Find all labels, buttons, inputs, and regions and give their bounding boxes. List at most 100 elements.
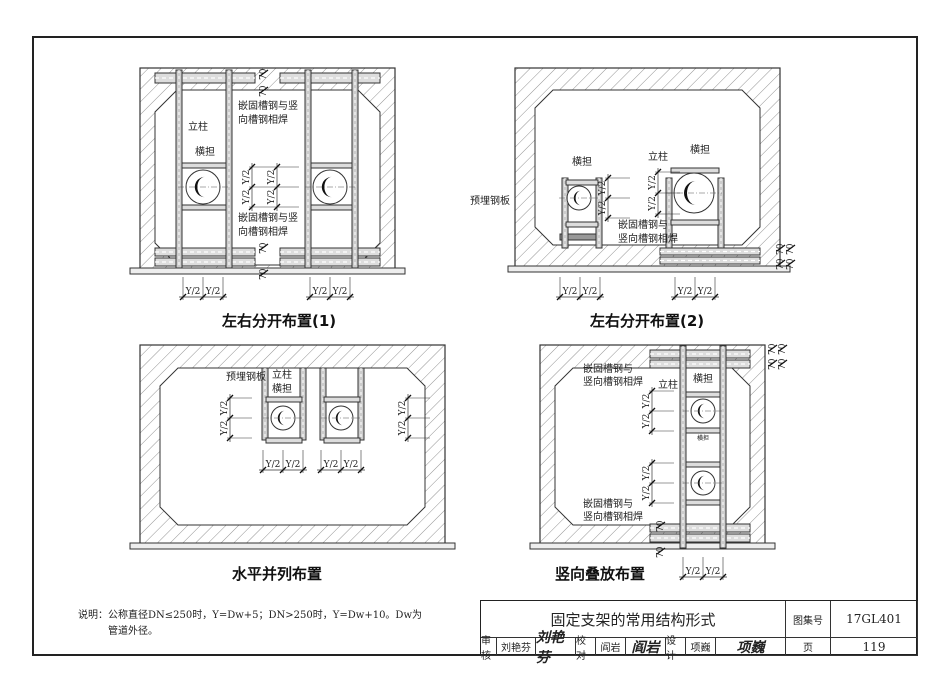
label-plate: 预埋钢板 [470, 194, 510, 207]
dimension-label: Y/2 [242, 190, 252, 206]
dimension-label: Y/2 [267, 170, 277, 186]
cross-beam [323, 437, 361, 444]
dimension-tick [259, 69, 269, 77]
label-beam-mid: 横担 [697, 434, 709, 442]
cross-beam [323, 396, 361, 403]
dimension-label: Y/2 [185, 287, 201, 297]
note-line-1: 说明：公称直径DN≤250时，Y=Dw+5；DN>250时，Y=Dw+10。Dw… [78, 610, 423, 621]
dimension-tick [679, 573, 687, 581]
design-label: 设计 [666, 636, 686, 662]
dimension-label: Y/2 [220, 421, 230, 437]
pipe-section-mark [697, 403, 705, 419]
base-slab [529, 542, 776, 550]
vertical-post [717, 177, 725, 249]
dimension-tick [656, 521, 666, 529]
dimension-label: Y/2 [598, 201, 608, 217]
label-post: 立柱 [188, 120, 208, 133]
cross-beam [685, 461, 721, 468]
dimension-label: Y/2 [323, 460, 339, 470]
dimension-label: Y/2 [265, 460, 281, 470]
label-weld-bottom-1: 嵌固槽钢与 [583, 497, 633, 510]
dimension-label: Y/2 [677, 287, 693, 297]
dimension-tick [226, 434, 234, 442]
explanatory-note: 说明：公称直径DN≤250时，Y=Dw+5；DN>250时，Y=Dw+10。Dw… [78, 608, 422, 640]
dimension-tick [596, 293, 604, 301]
dimension-tick [248, 183, 256, 191]
dimension-70: 70 [656, 546, 666, 558]
dimension-tick [179, 293, 187, 301]
dimension-tick [604, 174, 612, 182]
dimension-tick [699, 573, 707, 581]
dimension-tick [604, 214, 612, 222]
dimension-tick [778, 359, 788, 367]
dimension-label: Y/2 [398, 421, 408, 437]
dimension-tick [768, 359, 778, 367]
cross-beam [565, 179, 599, 186]
dimension-tick [306, 293, 314, 301]
dimension-tick [776, 259, 786, 267]
pipe-section-mark [194, 176, 205, 198]
dimension-tick [279, 466, 287, 474]
cross-beam [310, 204, 353, 211]
dimension-tick [648, 407, 656, 415]
dimension-tick [786, 259, 796, 267]
dimension-tick [273, 203, 281, 211]
dimension-label: Y/2 [648, 175, 658, 191]
dimension-tick [259, 269, 269, 277]
dimension-70: 70 [259, 85, 269, 97]
dimension-tick [248, 163, 256, 171]
dimension-tick [656, 547, 666, 555]
dimension-label: Y/2 [242, 170, 252, 186]
dimension-tick [778, 344, 788, 352]
dimension-tick [776, 244, 786, 252]
label-beam: 横担 [693, 372, 713, 385]
dimension-label: Y/2 [205, 287, 221, 297]
dimension-label: Y/2 [343, 460, 359, 470]
dimension-tick [226, 394, 234, 402]
checker-signature: 阎岩 [626, 638, 666, 656]
label-weld-top-1: 嵌固槽钢与竖 [238, 99, 298, 112]
label-plate: 预埋钢板 [226, 370, 266, 383]
dimension-tick [648, 479, 656, 487]
drawing-title: 固定支架的常用结构形式 [481, 601, 786, 638]
dimension-tick [654, 210, 662, 218]
dimension-tick [219, 293, 227, 301]
dimension-tick [654, 189, 662, 197]
dimension-tick [768, 344, 778, 352]
base-slab [507, 265, 791, 273]
dimension-tick [604, 194, 612, 202]
dimension-70: 70 [656, 520, 666, 532]
panel-title-4: 竖向叠放布置 [555, 565, 645, 583]
dimension-tick [337, 466, 345, 474]
dimension-label: Y/2 [398, 401, 408, 417]
checker-name: 阎岩 [596, 638, 626, 656]
dimension-tick [576, 293, 584, 301]
label-beam: 横担 [272, 382, 292, 395]
dimension-label: Y/2 [642, 466, 652, 482]
dimension-70: 70 [768, 343, 778, 355]
dimension-tick [317, 466, 325, 474]
pipe-section-mark [277, 410, 285, 426]
label-beam-right: 横担 [690, 143, 710, 156]
label-weld-2: 竖向槽钢相焊 [618, 232, 678, 245]
dimension-label: Y/2 [285, 460, 301, 470]
pipe-section-mark [697, 475, 705, 491]
dimension-70: 70 [259, 242, 269, 254]
dimension-70: 70 [259, 268, 269, 280]
cross-beam [181, 162, 227, 169]
dimension-tick [719, 573, 727, 581]
dimension-70: 70 [786, 243, 796, 255]
label-post: 立柱 [648, 150, 668, 163]
dimension-label: Y/2 [562, 287, 578, 297]
dimension-tick [273, 183, 281, 191]
label-weld-bottom-1: 嵌固槽钢与竖 [238, 211, 298, 224]
dimension-tick [404, 394, 412, 402]
cross-beam [310, 162, 353, 169]
dimension-tick [671, 293, 679, 301]
reviewer-name: 刘艳芬 [497, 638, 536, 656]
dimension-label: Y/2 [697, 287, 713, 297]
reviewer-signature: 刘艳芬 [536, 630, 576, 666]
cross-beam [265, 396, 303, 403]
dimension-tick [199, 293, 207, 301]
